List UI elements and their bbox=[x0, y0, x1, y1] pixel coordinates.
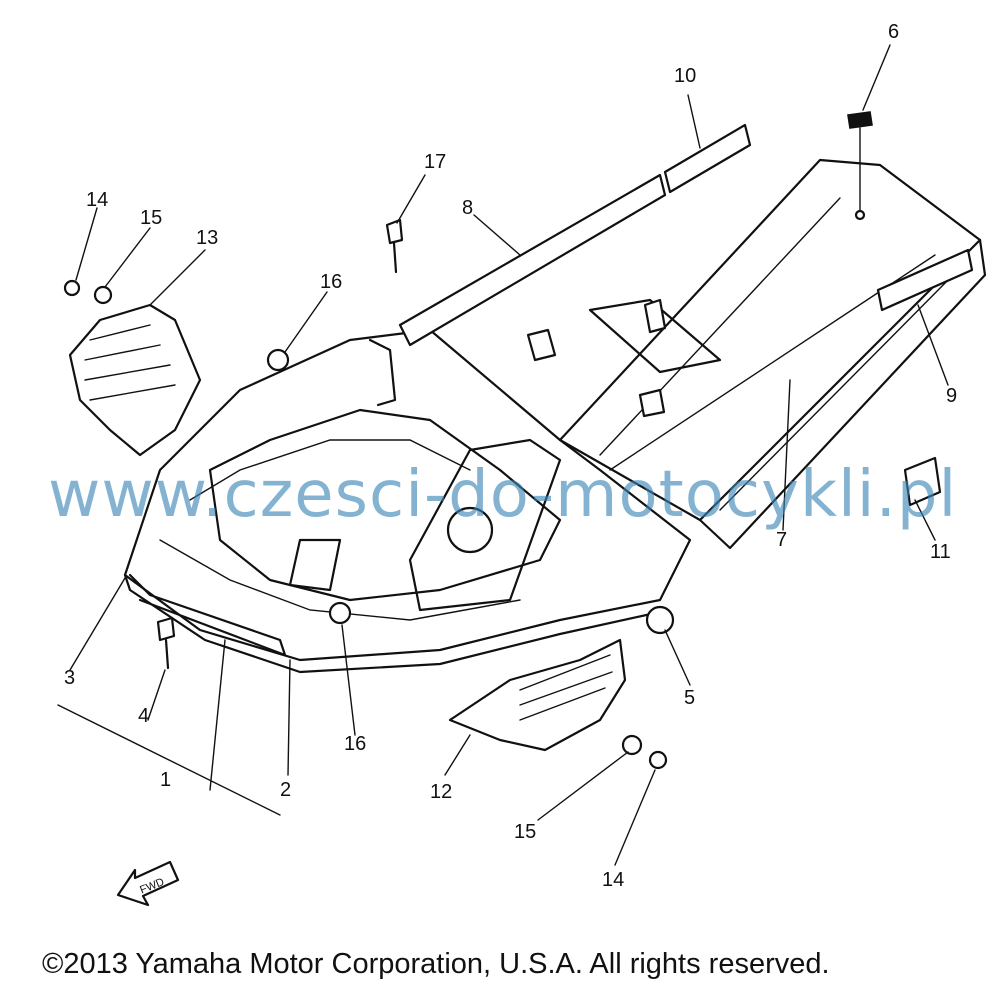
callout-15-right: 15 bbox=[514, 821, 537, 843]
part-12-cover bbox=[448, 638, 627, 752]
callout-11: 11 bbox=[930, 541, 951, 563]
part-15-washer-left bbox=[93, 285, 113, 305]
callout-2: 2 bbox=[280, 779, 292, 801]
fwd-arrow-icon: FWD bbox=[116, 860, 180, 907]
chassis-frame bbox=[123, 158, 987, 674]
part-14-bolt-right bbox=[648, 750, 668, 770]
callout-14-left: 14 bbox=[86, 189, 109, 211]
leader-lines bbox=[57, 44, 949, 866]
part-6-cap bbox=[847, 111, 873, 129]
part-14-bolt-left bbox=[63, 279, 81, 297]
part-5-grommet bbox=[645, 605, 675, 635]
part-13-cover bbox=[68, 303, 202, 457]
callout-8: 8 bbox=[462, 197, 474, 219]
callout-4: 4 bbox=[138, 705, 150, 727]
callout-15-left: 15 bbox=[140, 207, 163, 229]
callout-10: 10 bbox=[674, 65, 697, 87]
part-11-decal bbox=[903, 456, 942, 507]
callout-3: 3 bbox=[64, 667, 76, 689]
callout-12: 12 bbox=[430, 781, 453, 803]
part-15-washer-right bbox=[621, 734, 643, 756]
callout-14-right: 14 bbox=[602, 869, 625, 891]
callout-7: 7 bbox=[776, 529, 788, 551]
part-9-decal bbox=[876, 248, 974, 312]
callout-1: 1 bbox=[160, 769, 172, 791]
callout-6: 6 bbox=[888, 21, 900, 43]
watermark-text: www.czesci-do-motocykli.pl bbox=[48, 458, 958, 532]
part-10-strip bbox=[663, 123, 752, 194]
fwd-label: FWD bbox=[138, 876, 166, 897]
part-16-grommet-bottom bbox=[328, 601, 352, 625]
callout-16-top: 16 bbox=[320, 271, 343, 293]
callout-17: 17 bbox=[424, 151, 447, 173]
callout-16-bottom: 16 bbox=[344, 733, 367, 755]
callout-13: 13 bbox=[196, 227, 219, 249]
copyright-notice: ©2013 Yamaha Motor Corporation, U.S.A. A… bbox=[42, 948, 830, 980]
part-4-bolt bbox=[156, 616, 176, 642]
part-17-bolt bbox=[385, 218, 404, 245]
part-8-strip bbox=[398, 173, 667, 347]
callout-9: 9 bbox=[946, 385, 958, 407]
part-16-grommet-top bbox=[266, 348, 290, 372]
callout-5: 5 bbox=[684, 687, 696, 709]
